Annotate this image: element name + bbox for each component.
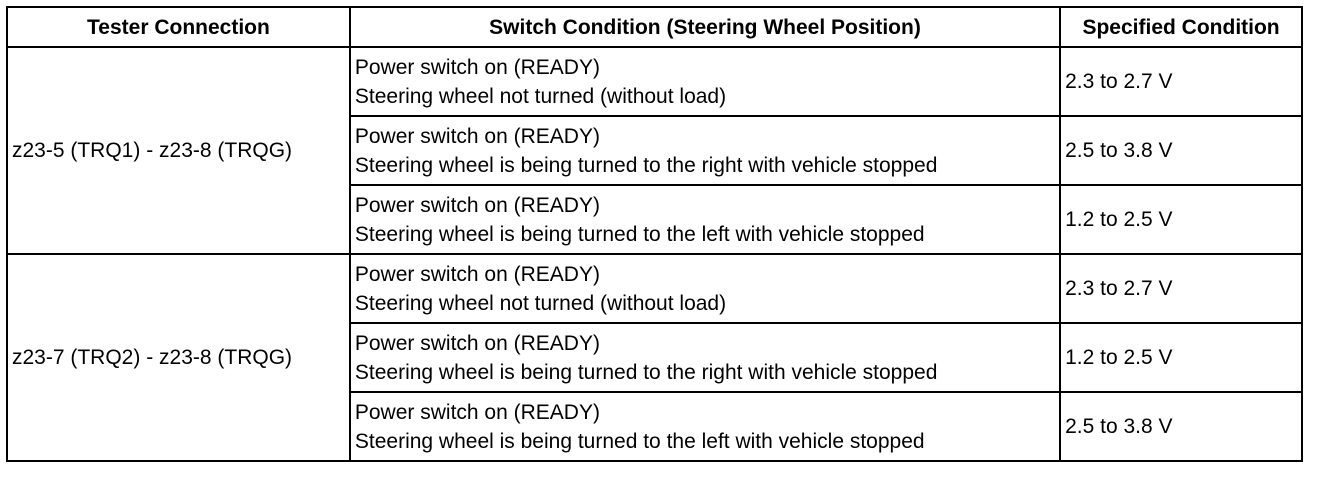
condition-line: Power switch on (READY) <box>354 124 600 148</box>
condition-line: Steering wheel is being turned to the le… <box>354 429 925 453</box>
table-row: Power switch on (READY) Steering wheel i… <box>7 322 1303 393</box>
tester-connection-cell: z23-7 (TRQ2) - z23-8 (TRQG) <box>6 253 351 462</box>
table-row: z23-7 (TRQ2) - z23-8 (TRQG) Power switch… <box>6 253 1303 462</box>
condition-line: Steering wheel not turned (without load) <box>354 291 727 315</box>
switch-condition-cell: Power switch on (READY) Steering wheel i… <box>348 391 1062 462</box>
switch-condition-cell: Power switch on (READY) Steering wheel n… <box>348 253 1062 324</box>
condition-line: Power switch on (READY) <box>354 262 600 286</box>
header-switch-condition: Switch Condition (Steering Wheel Positio… <box>348 6 1062 48</box>
table-row: Power switch on (READY) Steering wheel i… <box>7 391 1303 462</box>
specification-table: Tester Connection Switch Condition (Stee… <box>6 6 1303 462</box>
condition-line: Steering wheel is being turned to the ri… <box>354 153 938 177</box>
condition-line: Power switch on (READY) <box>354 55 600 79</box>
tester-connection-cell: z23-5 (TRQ1) - z23-8 (TRQG) <box>6 46 351 255</box>
condition-line: Power switch on (READY) <box>354 400 600 424</box>
condition-line: Steering wheel is being turned to the ri… <box>354 360 938 384</box>
specified-condition-cell: 2.5 to 3.8 V <box>1059 391 1303 462</box>
specified-condition-cell: 2.5 to 3.8 V <box>1059 115 1303 186</box>
condition-line: Steering wheel is being turned to the le… <box>354 222 925 246</box>
specified-condition-cell: 1.2 to 2.5 V <box>1059 184 1303 255</box>
table-row: Power switch on (READY) Steering wheel i… <box>7 115 1303 186</box>
condition-line: Power switch on (READY) <box>354 193 600 217</box>
switch-condition-cell: Power switch on (READY) Steering wheel i… <box>348 322 1062 393</box>
switch-condition-cell: Power switch on (READY) Steering wheel n… <box>348 46 1062 117</box>
table-row: Power switch on (READY) Steering wheel i… <box>7 184 1303 255</box>
switch-condition-cell: Power switch on (READY) Steering wheel i… <box>348 184 1062 255</box>
specified-condition-cell: 2.3 to 2.7 V <box>1059 253 1303 324</box>
specified-condition-cell: 2.3 to 2.7 V <box>1059 46 1303 117</box>
condition-line: Power switch on (READY) <box>354 331 600 355</box>
specified-condition-cell: 1.2 to 2.5 V <box>1059 322 1303 393</box>
header-row: Tester Connection Switch Condition (Stee… <box>6 6 1303 48</box>
spec-table-container: Tester Connection Switch Condition (Stee… <box>6 6 1303 462</box>
switch-condition-cell: Power switch on (READY) Steering wheel i… <box>348 115 1062 186</box>
condition-line: Steering wheel not turned (without load) <box>354 84 727 108</box>
table-row: z23-5 (TRQ1) - z23-8 (TRQG) Power switch… <box>6 46 1303 255</box>
header-tester-connection: Tester Connection <box>6 6 351 48</box>
header-specified-condition: Specified Condition <box>1059 6 1303 48</box>
